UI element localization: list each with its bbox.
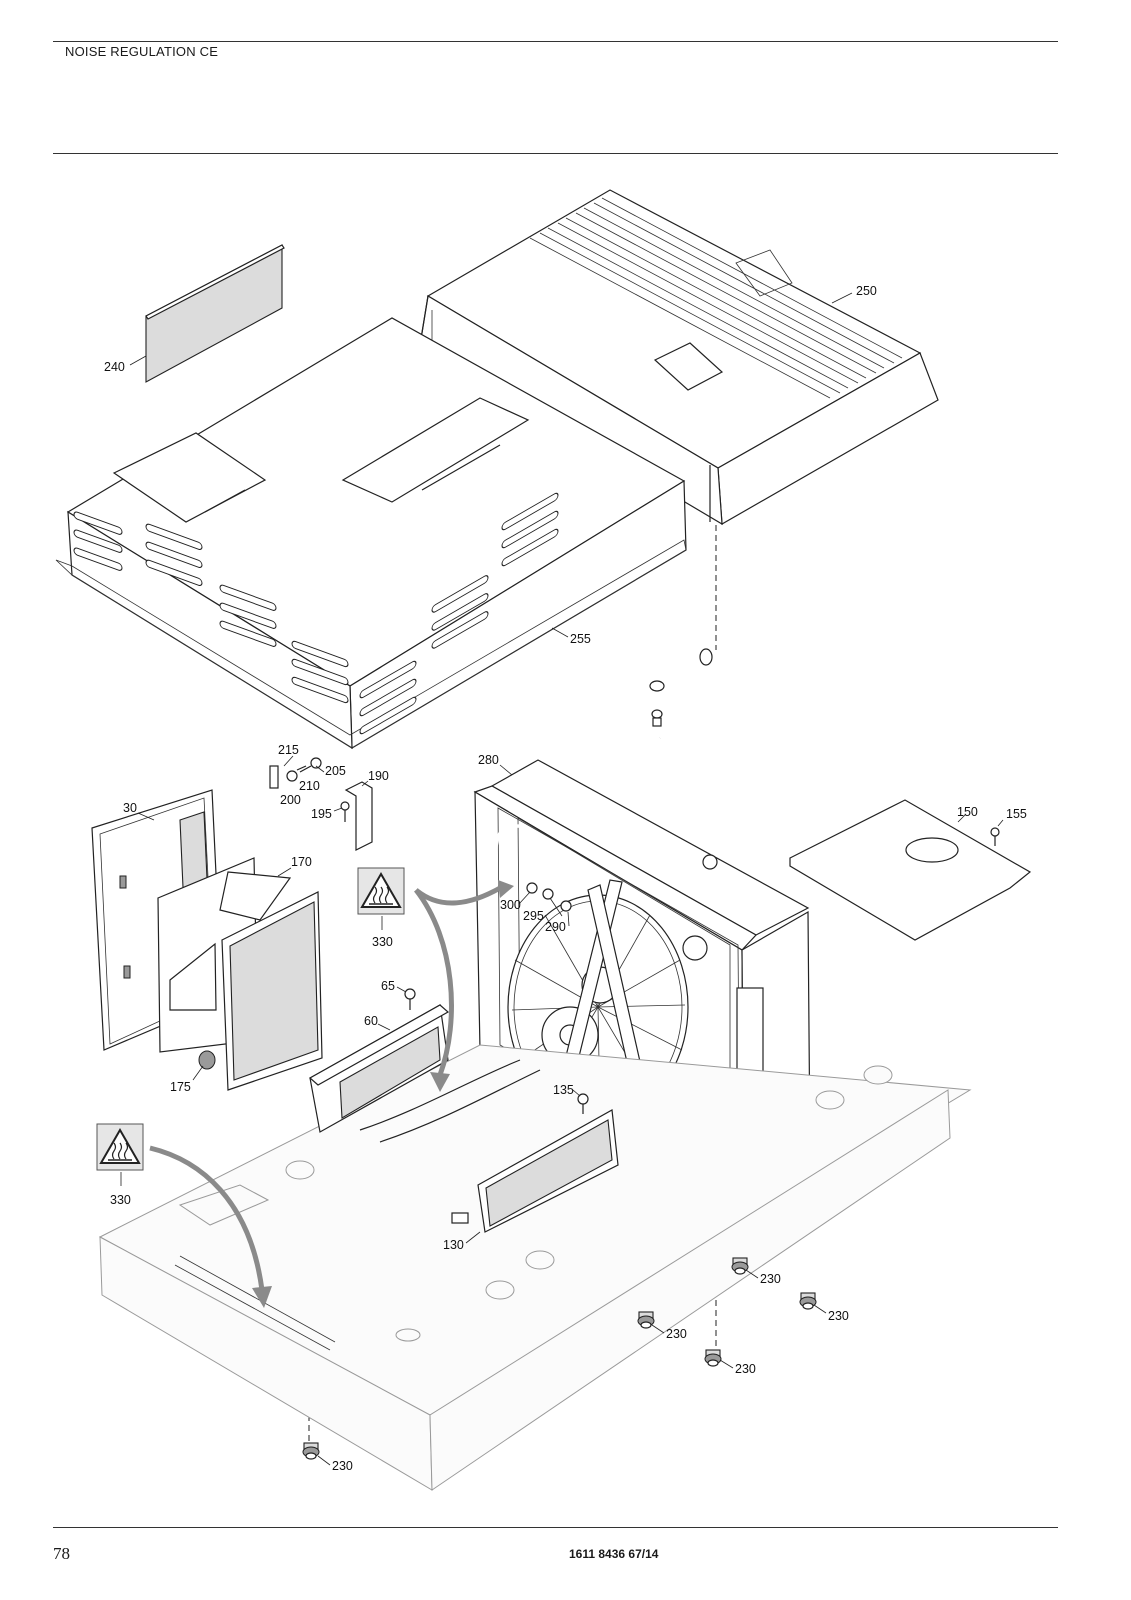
bolt-135 — [577, 1093, 589, 1114]
callout-30: 30 — [123, 801, 137, 815]
callout-210: 210 — [299, 779, 320, 793]
callout-230: 230 — [666, 1327, 687, 1341]
document-number: 1611 8436 67/14 — [569, 1547, 659, 1561]
pointer-arrow — [149, 880, 514, 1308]
callout-60: 60 — [364, 1014, 378, 1028]
part-130-baffle — [451, 1109, 619, 1233]
part-150-cover-plate — [789, 799, 1032, 941]
part-60-baffle — [308, 1004, 450, 1133]
foot-230 — [302, 1442, 320, 1460]
callout-230: 230 — [735, 1362, 756, 1376]
callout-155: 155 — [1006, 807, 1027, 821]
callout-330: 330 — [110, 1193, 131, 1207]
part-170-baffle-assembly — [157, 857, 323, 1091]
part-240-insulation-panel — [145, 244, 285, 383]
leader-lines — [120, 292, 1004, 1466]
section-title: NOISE REGULATION CE — [65, 44, 219, 59]
callout-330: 330 — [372, 935, 393, 949]
callout-250: 250 — [856, 284, 877, 298]
callout-240: 240 — [104, 360, 125, 374]
part-190-bracket — [340, 781, 373, 851]
base-frame — [98, 1044, 972, 1491]
fittings-290-300 — [526, 882, 572, 912]
callout-175: 175 — [170, 1080, 191, 1094]
callout-295: 295 — [523, 909, 544, 923]
hot-surface-warning-icon — [96, 1123, 144, 1171]
callout-150: 150 — [957, 805, 978, 819]
hoses — [359, 1059, 541, 1143]
callout-130: 130 — [443, 1238, 464, 1252]
callout-255: 255 — [570, 632, 591, 646]
callout-290: 290 — [545, 920, 566, 934]
gas-strut — [649, 648, 713, 727]
callout-215: 215 — [278, 743, 299, 757]
bolt-65 — [404, 988, 416, 1010]
callout-230: 230 — [828, 1309, 849, 1323]
callout-300: 300 — [500, 898, 521, 912]
callout-135: 135 — [553, 1083, 574, 1097]
hot-surface-warning-icon — [357, 867, 405, 915]
callout-190: 190 — [368, 769, 389, 783]
callout-labels: 240 250 255 280 215 205 210 200 190 195 … — [104, 284, 1027, 1473]
callout-205: 205 — [325, 764, 346, 778]
header-rule-top — [53, 41, 1058, 42]
foot-230 — [799, 1292, 817, 1310]
callout-195: 195 — [311, 807, 332, 821]
callout-200: 200 — [280, 793, 301, 807]
page-number: 78 — [53, 1544, 70, 1563]
callout-230: 230 — [332, 1459, 353, 1473]
part-255-front-hood — [55, 317, 687, 750]
callout-65: 65 — [381, 979, 395, 993]
callout-170: 170 — [291, 855, 312, 869]
callout-230: 230 — [760, 1272, 781, 1286]
callout-280: 280 — [478, 753, 499, 767]
header-rule-bottom — [53, 153, 1058, 154]
fasteners-200-215 — [269, 757, 322, 789]
foot-230 — [704, 1349, 722, 1367]
footer-rule — [53, 1527, 1058, 1528]
